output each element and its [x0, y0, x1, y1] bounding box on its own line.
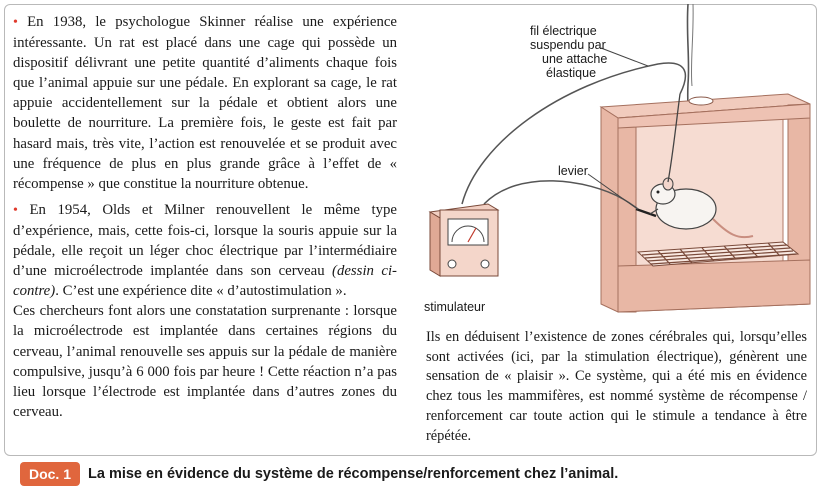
- lever-label-leader: [587, 173, 637, 209]
- document-caption: Doc. 1 La mise en évidence du système de…: [20, 462, 810, 488]
- document-frame: [4, 4, 817, 456]
- cage-front-top-bar: [617, 103, 811, 129]
- paragraph-olds-milner-italic: (dessin ci-contre): [13, 263, 397, 300]
- paragraph-skinner-text: En 1938, le psychologue Skinner réalise …: [13, 14, 397, 192]
- label-stimulator: stimulateur: [424, 300, 486, 314]
- doc-tag-badge: Doc. 1: [20, 462, 80, 486]
- label-wire-line-4: élastique: [546, 66, 597, 80]
- autostimulation-diagram: fil électrique suspendu par une attache …: [418, 3, 818, 322]
- left-text-column: • En 1938, le psychologue Skinner réalis…: [13, 12, 397, 422]
- label-wire-line-1: fil électrique: [530, 24, 597, 38]
- bullet-icon: •: [13, 15, 18, 30]
- label-wire: fil électrique suspendu par une attache …: [530, 24, 607, 80]
- paragraph-findings: Ces chercheurs font alors une constatati…: [13, 303, 397, 420]
- right-text-paragraph: Ils en déduisent l’existence de zones cé…: [426, 329, 807, 444]
- label-lever: levier: [558, 164, 588, 178]
- diagram-drawing: [428, 3, 811, 313]
- wire-label-leader: [600, 47, 649, 67]
- cage-top-hole: [688, 96, 714, 106]
- cage-floor-grid: [636, 241, 800, 267]
- paragraph-olds-milner: • En 1954, Olds et Milner renouvellent l…: [13, 200, 397, 301]
- label-wire-line-3: une attache: [542, 52, 608, 66]
- caption-title: La mise en évidence du système de récomp…: [88, 466, 619, 482]
- bullet-icon: •: [13, 202, 18, 218]
- grid-bars: [641, 242, 797, 265]
- paragraph-olds-milner-end: . C’est une expérience dite « d’autostim…: [55, 283, 347, 300]
- cage-left-edge: [600, 106, 619, 313]
- stimulator-icon: [428, 203, 500, 277]
- paragraph-olds-milner-text: En 1954, Olds et Milner renouvellent le …: [13, 201, 397, 280]
- wire-to-rat: [461, 62, 687, 205]
- paragraph-skinner: • En 1938, le psychologue Skinner réalis…: [13, 12, 397, 194]
- rat-icon: [649, 177, 754, 239]
- lever-icon: [635, 207, 657, 218]
- electrode-wire: [667, 93, 681, 183]
- cage-front-base: [617, 259, 811, 313]
- elastic-attachment-2: [690, 3, 694, 87]
- label-wire-line-2: suspendu par: [530, 38, 606, 52]
